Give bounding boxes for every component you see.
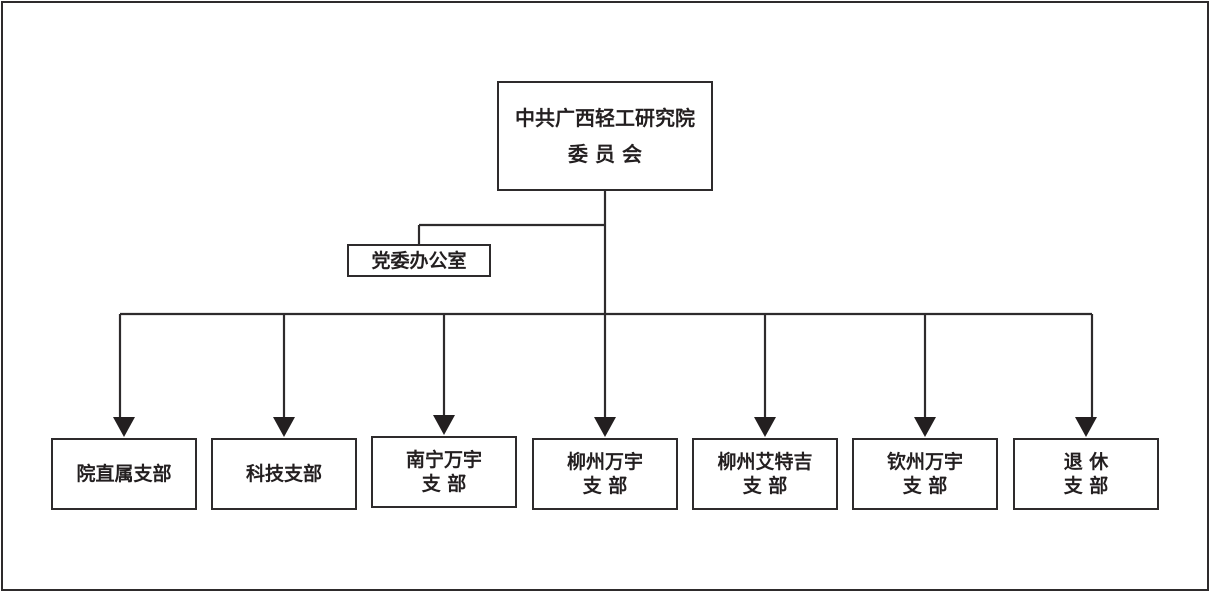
arrowhead bbox=[273, 417, 295, 437]
branch-label-line: 支 部 bbox=[1063, 475, 1109, 497]
arrowhead bbox=[113, 417, 135, 437]
branch-label-line: 科技支部 bbox=[245, 463, 322, 485]
branch-label-line: 院直属支部 bbox=[76, 463, 172, 485]
arrowhead bbox=[914, 417, 936, 437]
branch-box-7: 退 休支 部 bbox=[1013, 438, 1159, 510]
branch-box-4: 柳州万宇支 部 bbox=[532, 438, 678, 510]
branch-label-line: 柳州艾特吉 bbox=[717, 451, 813, 473]
branch-label-line: 支 部 bbox=[902, 475, 948, 497]
branch-box-1: 院直属支部 bbox=[51, 438, 197, 510]
branch-label-line: 柳州万宇 bbox=[566, 451, 643, 473]
branch-label-line: 钦州万宇 bbox=[886, 451, 963, 473]
party-committee-name: 中共广西轻工研究院 bbox=[515, 106, 695, 130]
branch-label-line: 支 部 bbox=[421, 473, 467, 495]
party-committee-box: 中共广西轻工研究院 委 员 会 bbox=[497, 81, 713, 191]
branch-label-line: 支 部 bbox=[742, 475, 788, 497]
branch-box-5: 柳州艾特吉支 部 bbox=[692, 438, 838, 510]
branch-box-3: 南宁万宇支 部 bbox=[371, 436, 517, 508]
arrowhead bbox=[433, 415, 455, 435]
arrowhead bbox=[754, 417, 776, 437]
branch-label-line: 南宁万宇 bbox=[405, 449, 482, 471]
branch-label-line: 支 部 bbox=[582, 475, 628, 497]
branch-label-line: 退 休 bbox=[1063, 451, 1109, 473]
branch-box-6: 钦州万宇支 部 bbox=[852, 438, 998, 510]
branch-box-2: 科技支部 bbox=[211, 438, 357, 510]
party-committee-suffix: 委 员 会 bbox=[568, 142, 642, 166]
party-office-box: 党委办公室 bbox=[347, 244, 491, 277]
party-office-label: 党委办公室 bbox=[371, 249, 467, 272]
arrowhead bbox=[1075, 417, 1097, 437]
arrowhead bbox=[594, 417, 616, 437]
